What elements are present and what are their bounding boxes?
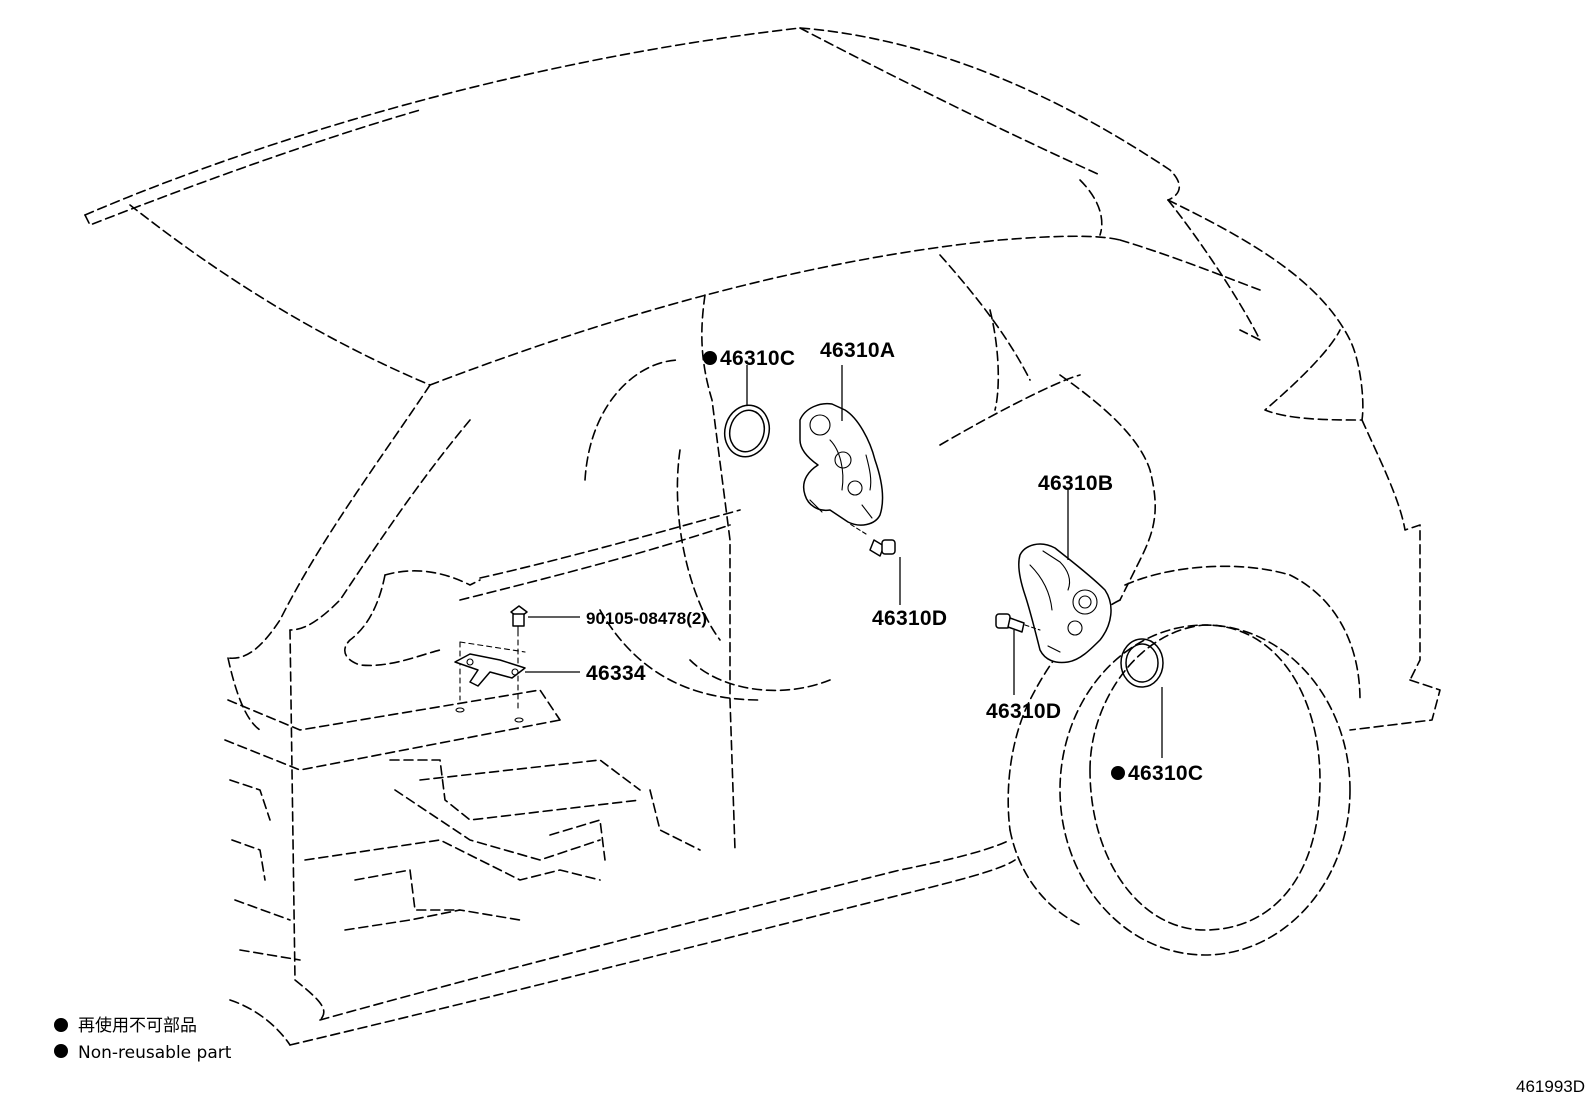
label-46334: 46334 (586, 662, 646, 685)
label-46310a: 46310A (820, 339, 895, 362)
non-reusable-marker-bottom (1111, 766, 1125, 780)
label-90105-08478: 90105-08478(2) (586, 609, 707, 628)
legend: 再使用不可部品 Non-reusable part (54, 1015, 232, 1063)
non-reusable-marker-top (703, 351, 717, 365)
bracket-46334 (454, 641, 526, 723)
leader-lines (525, 365, 1163, 758)
part-labels: 46310C 46310A 46310B 46310D 46310D 46310… (586, 339, 1203, 785)
legend-bullet-1 (54, 1018, 68, 1032)
floor-structure (224, 570, 701, 961)
label-46310c-top: 46310C (720, 347, 795, 370)
label-46310b: 46310B (1038, 472, 1113, 495)
actuator-b (1018, 543, 1112, 664)
legend-bullet-2 (54, 1044, 68, 1058)
bolt-top (849, 523, 896, 557)
legend-line-japanese: 再使用不可部品 (78, 1015, 197, 1036)
bolt-mid (995, 613, 1041, 633)
label-46310d-mid: 46310D (986, 700, 1061, 723)
vehicle-body-outline (84, 27, 1441, 1046)
bracket-bolt (510, 605, 528, 711)
legend-line-english: Non-reusable part (78, 1043, 232, 1063)
seal-ring-top (723, 404, 771, 458)
actuator-a (799, 402, 884, 526)
label-46310d-top: 46310D (872, 607, 947, 630)
diagram-reference-number: 461993D (1516, 1077, 1585, 1096)
seal-ring-bottom (1120, 638, 1164, 688)
label-46310c-bottom: 46310C (1128, 762, 1203, 785)
